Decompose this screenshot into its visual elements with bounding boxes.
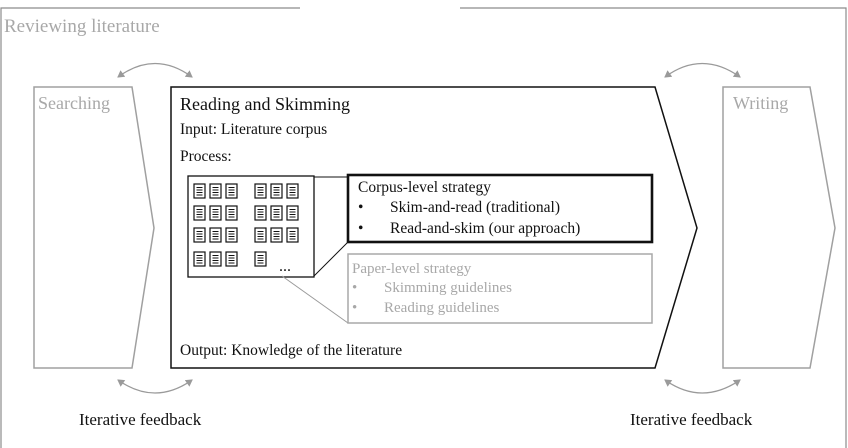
document-icon bbox=[254, 183, 267, 199]
document-icon bbox=[193, 251, 206, 267]
document-icon bbox=[225, 227, 238, 243]
document-icon bbox=[225, 205, 238, 221]
document-icon bbox=[193, 227, 206, 243]
corpus-ellipsis: ... bbox=[279, 258, 291, 275]
output-label: Output: Knowledge of the literature bbox=[180, 342, 403, 359]
document-icon bbox=[286, 183, 299, 199]
document-icon bbox=[209, 183, 222, 199]
corpus-strategy-item: •Read-and-skim (our approach) bbox=[358, 220, 581, 237]
top-right-cycle-arrow bbox=[664, 62, 741, 78]
document-icon bbox=[225, 183, 238, 199]
paper-strategy-item: •Reading guidelines bbox=[352, 300, 500, 316]
corpus-connector-bottom bbox=[313, 241, 349, 277]
reading-stage-title: Reading and Skimming bbox=[180, 94, 350, 114]
document-icon bbox=[193, 205, 206, 221]
writing-stage-arrow bbox=[722, 86, 836, 369]
corpus-strategy-item: •Skim-and-read (traditional) bbox=[358, 199, 561, 216]
paper-strategy-title: Paper-level strategy bbox=[352, 261, 472, 277]
searching-label: Searching bbox=[38, 93, 110, 113]
document-icon bbox=[254, 227, 267, 243]
document-icon bbox=[254, 205, 267, 221]
searching-stage-arrow bbox=[33, 86, 155, 369]
corpus-strategy-item-label: Read-and-skim (our approach) bbox=[390, 220, 581, 237]
top-left-cycle-arrow bbox=[117, 62, 193, 78]
paper-connector bbox=[281, 275, 349, 324]
bottom-right-cycle-arrow bbox=[664, 379, 741, 394]
corpus-strategy-box bbox=[346, 173, 654, 244]
document-icon bbox=[286, 205, 299, 221]
document-icon bbox=[193, 183, 206, 199]
document-icon bbox=[209, 227, 222, 243]
feedback-label-left: Iterative feedback bbox=[79, 410, 202, 429]
document-icon bbox=[270, 227, 283, 243]
paper-strategy-box bbox=[347, 253, 653, 324]
bottom-left-cycle-arrow bbox=[117, 379, 193, 394]
process-label: Process: bbox=[180, 148, 232, 165]
paper-strategy-item-label: Reading guidelines bbox=[384, 300, 500, 316]
corpus-strategy-item-label: Skim-and-read (traditional) bbox=[390, 199, 561, 216]
document-icon bbox=[286, 227, 299, 243]
corpus-strategy-title: Corpus-level strategy bbox=[358, 179, 492, 196]
paper-strategy-item: •Skimming guidelines bbox=[352, 280, 512, 296]
input-label: Input: Literature corpus bbox=[180, 121, 328, 138]
feedback-label-right: Iterative feedback bbox=[630, 410, 753, 429]
document-icon bbox=[270, 205, 283, 221]
outer-frame bbox=[0, 7, 847, 448]
writing-label: Writing bbox=[733, 93, 789, 113]
document-icon bbox=[254, 251, 267, 267]
document-icon bbox=[270, 183, 283, 199]
document-icon bbox=[225, 251, 238, 267]
document-icon bbox=[209, 251, 222, 267]
document-icon bbox=[209, 205, 222, 221]
frame-title: Reviewing literature bbox=[4, 16, 160, 37]
paper-strategy-item-label: Skimming guidelines bbox=[384, 280, 512, 296]
